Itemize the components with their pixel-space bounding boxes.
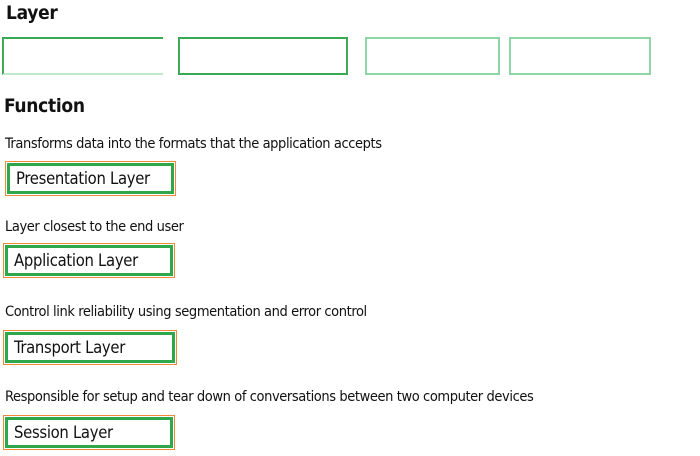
function-description-2: Layer closest to the end user xyxy=(5,219,184,235)
answer-box-session[interactable]: Session Layer xyxy=(3,415,175,450)
layer-drop-slot-1[interactable] xyxy=(2,37,163,75)
answer-box-transport[interactable]: Transport Layer xyxy=(3,330,177,365)
answer-label: Presentation Layer xyxy=(7,163,174,194)
layer-drop-slot-2[interactable] xyxy=(178,37,348,75)
answer-box-presentation[interactable]: Presentation Layer xyxy=(5,161,176,196)
function-description-3: Control link reliability using segmentat… xyxy=(5,304,367,320)
answer-label: Transport Layer xyxy=(5,332,175,363)
answer-label: Session Layer xyxy=(5,417,173,448)
answer-box-application[interactable]: Application Layer xyxy=(3,243,175,278)
function-description-1: Transforms data into the formats that th… xyxy=(5,136,382,152)
answer-label: Application Layer xyxy=(5,245,173,276)
layer-drop-slot-4[interactable] xyxy=(509,37,651,75)
layer-drop-slot-3[interactable] xyxy=(365,37,500,75)
layer-heading: Layer xyxy=(6,2,58,24)
function-description-4: Responsible for setup and tear down of c… xyxy=(5,389,534,405)
function-heading: Function xyxy=(4,95,85,117)
